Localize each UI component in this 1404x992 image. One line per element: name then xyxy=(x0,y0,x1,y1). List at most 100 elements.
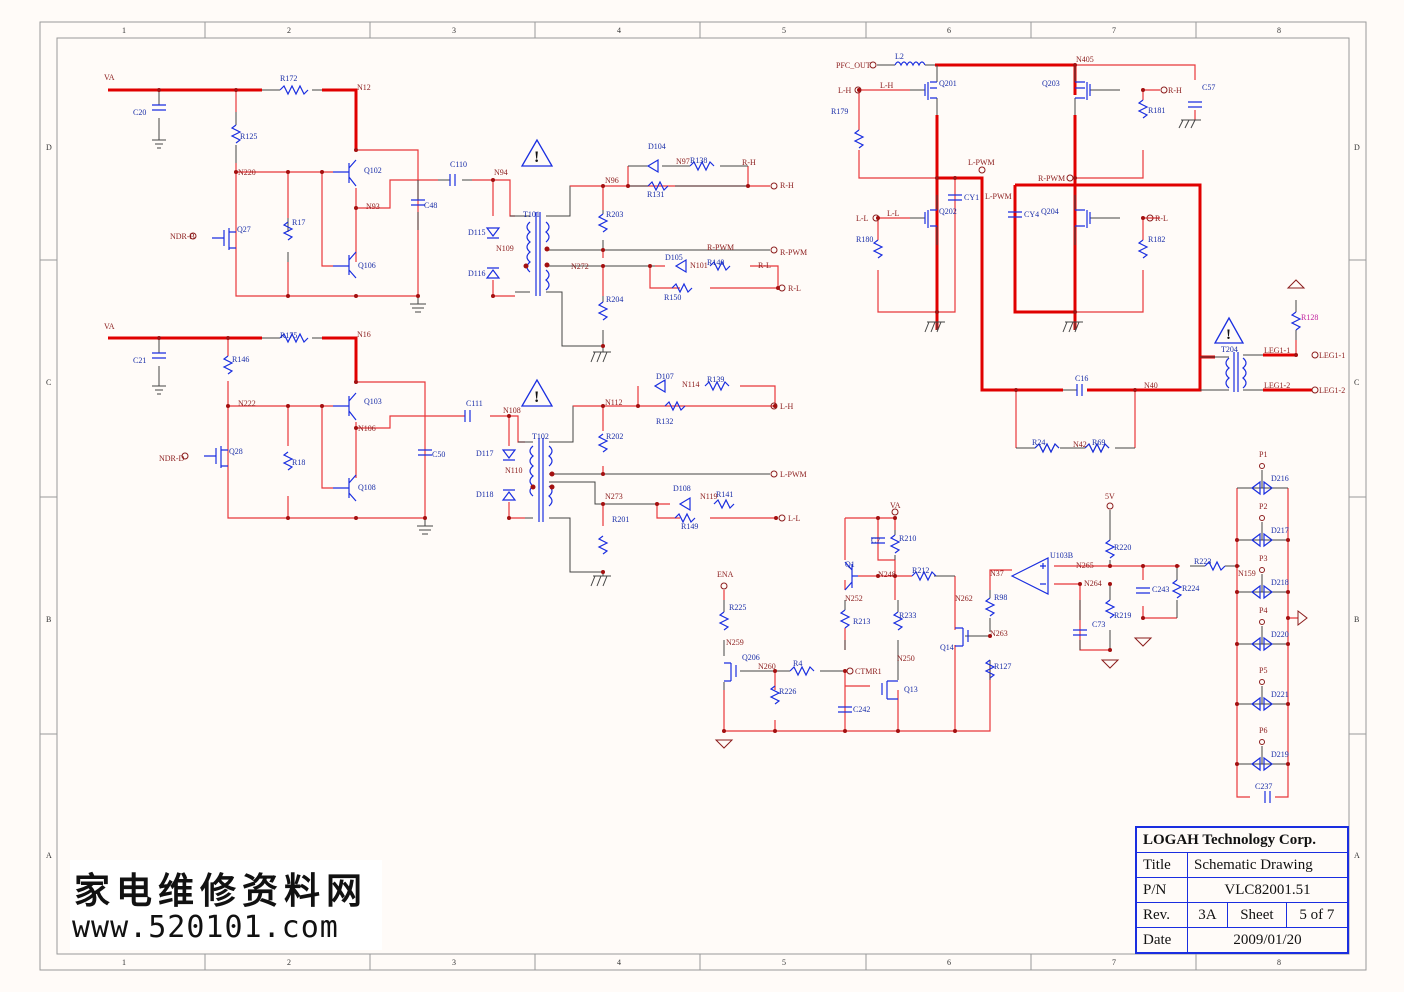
port-ndr-b: NDR-B xyxy=(170,232,195,241)
r24-r69-symbols xyxy=(1034,442,1110,454)
label-d108: D108 xyxy=(673,484,691,493)
q204-symbol xyxy=(1075,209,1091,228)
label-c242: C242 xyxy=(853,705,870,714)
port-r-h: R-H xyxy=(780,181,794,190)
label-n42: N42 xyxy=(1073,440,1087,449)
label-c243: C243 xyxy=(1152,585,1169,594)
label-pfc-out: PFC_OUT xyxy=(836,61,871,70)
label-q202: Q202 xyxy=(939,207,957,216)
label-n109: N109 xyxy=(496,244,514,253)
label-l-l: L-L xyxy=(887,209,900,218)
zone-col-4-top: 4 xyxy=(617,26,621,35)
label-t204: T204 xyxy=(1221,345,1238,354)
label-r146: R146 xyxy=(232,355,249,364)
label-d117: D117 xyxy=(476,449,493,458)
driver-right-labels: VA NDR-B R-H R-PWM R-L C20 R172 R125 R17… xyxy=(104,73,807,304)
label-c20: C20 xyxy=(133,108,146,117)
pn-value: VLC82001.51 xyxy=(1187,877,1348,903)
power-arrow-icon xyxy=(1286,279,1306,289)
port-va: VA xyxy=(104,73,115,82)
ground-symbol xyxy=(410,296,426,313)
c20-symbol xyxy=(152,104,166,111)
c48-symbol xyxy=(411,199,425,206)
label-r175: R175 xyxy=(280,331,297,340)
zone-labels: 1 2 3 4 5 6 7 8 1 2 3 4 5 6 7 8 D C B A … xyxy=(46,26,1360,967)
label-d116: D116 xyxy=(468,269,485,278)
diode-array-labels: P1 P2 P3 P4 P5 P6 D216 D217 D218 D220 D2… xyxy=(1255,450,1289,791)
label-p5: P5 xyxy=(1259,666,1267,675)
label-n220: N220 xyxy=(238,168,256,177)
label-n260: N260 xyxy=(758,662,776,671)
gate-resistors xyxy=(853,99,1302,331)
zone-row-a-right: A xyxy=(1354,851,1360,860)
label-q103: Q103 xyxy=(364,397,382,406)
label-c7: C7 xyxy=(871,536,880,545)
label-c110: C110 xyxy=(450,160,467,169)
date-value: 2009/01/20 xyxy=(1187,927,1348,953)
label-r233: R233 xyxy=(899,611,916,620)
label-r226: R226 xyxy=(779,687,796,696)
timer-series-resistors xyxy=(789,560,1226,677)
label-p6: P6 xyxy=(1259,726,1267,735)
zone-col-5-top: 5 xyxy=(782,26,786,35)
q102-symbol xyxy=(333,159,357,187)
label-r-l: R-L xyxy=(1155,214,1168,223)
label-n250: N250 xyxy=(897,654,915,663)
label-va: VA xyxy=(890,501,901,510)
label-n273: N273 xyxy=(605,492,623,501)
label-q14: Q14 xyxy=(940,643,954,652)
label-r172: R172 xyxy=(280,74,297,83)
label-r139: R139 xyxy=(707,375,724,384)
label-q206: Q206 xyxy=(742,653,760,662)
zone-col-5-bottom: 5 xyxy=(782,958,786,967)
ground-arrow-icon xyxy=(1297,609,1308,627)
label-n114: N114 xyxy=(682,380,699,389)
sheet-value: 5 of 7 xyxy=(1285,902,1349,928)
label-c111: C111 xyxy=(466,399,483,408)
label-r-l: R-L xyxy=(758,261,771,270)
warning-icon xyxy=(520,138,554,167)
q14-symbol xyxy=(955,627,969,647)
label-n96: N96 xyxy=(605,176,619,185)
ground-triangle-icons xyxy=(1100,637,1153,669)
label-n93: N93 xyxy=(366,202,380,211)
label-n16: N16 xyxy=(357,330,371,339)
label-q204: Q204 xyxy=(1041,207,1059,216)
label-d216: D216 xyxy=(1271,474,1289,483)
label-d217: D217 xyxy=(1271,526,1289,535)
label-n110: N110 xyxy=(505,466,522,475)
label-d104: D104 xyxy=(648,142,666,151)
warning-icon-mark: ! xyxy=(534,149,539,166)
label-t101: T101 xyxy=(523,210,540,219)
label-r180: R180 xyxy=(856,235,873,244)
label-cy1: CY1 xyxy=(964,193,979,202)
label-leg1-2: LEG1-2 xyxy=(1264,381,1290,390)
label-r201: R201 xyxy=(612,515,629,524)
q13-symbol xyxy=(881,680,898,700)
title-label: Title xyxy=(1136,852,1188,878)
warning-icon xyxy=(1213,316,1245,344)
c237-symbol xyxy=(1264,791,1271,803)
rev-label: Rev. xyxy=(1136,902,1188,928)
label-leg1-1: LEG1-1 xyxy=(1264,346,1290,355)
label-n106: N106 xyxy=(358,424,376,433)
svg-text:!: ! xyxy=(534,389,539,406)
label-c21: C21 xyxy=(133,356,146,365)
label-q27: Q27 xyxy=(237,225,251,234)
port-r-pwm: R-PWM xyxy=(780,248,807,257)
q27-symbol xyxy=(212,228,236,250)
zone-row-c-right: C xyxy=(1354,378,1359,387)
zone-col-6-bottom: 6 xyxy=(947,958,951,967)
label-r125: R125 xyxy=(240,132,257,141)
zone-col-2-top: 2 xyxy=(287,26,291,35)
t204-transformer xyxy=(1225,352,1247,392)
rev-value: 3A xyxy=(1187,902,1228,928)
label-u103b: U103B xyxy=(1050,551,1073,560)
zone-dividers xyxy=(40,22,1366,970)
timer-circuit xyxy=(714,502,1240,749)
label-r69: R69 xyxy=(1092,438,1105,447)
zone-col-3-top: 3 xyxy=(452,26,456,35)
label-d115: D115 xyxy=(468,228,485,237)
